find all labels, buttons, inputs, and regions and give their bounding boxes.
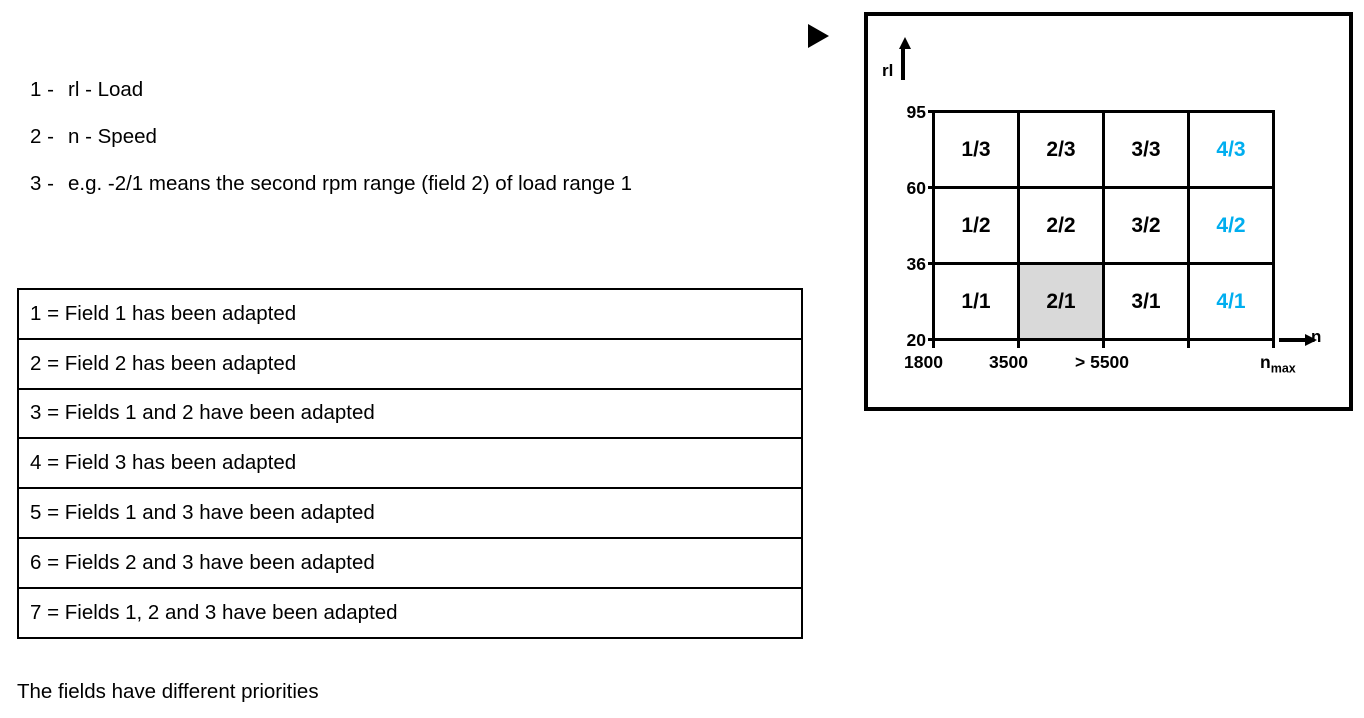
grid-cell-3-2[interactable]: 3/2: [1105, 189, 1190, 265]
x-tick-mark: [932, 338, 935, 348]
nmax-base: n: [1260, 352, 1271, 372]
grid-cell-4-1[interactable]: 4/1: [1190, 265, 1275, 341]
y-axis-label: rl: [882, 61, 894, 80]
x-tick-label: > 5500: [1075, 352, 1130, 372]
nmax-subscript: max: [1270, 361, 1296, 376]
legend-item-text: e.g. -2/1 means the second rpm range (fi…: [68, 172, 633, 195]
legend-item: 3 - e.g. -2/1 means the second rpm range…: [30, 172, 820, 196]
legend-item-text: n - Speed: [68, 125, 157, 148]
grid-cell-4-3[interactable]: 4/3: [1190, 113, 1275, 189]
legend-item: 2 - n - Speed: [30, 125, 820, 149]
x-axis-nmax-label: nmax: [1260, 352, 1296, 376]
caption-text: The fields have different priorities: [17, 680, 319, 703]
grid-cell-1-1[interactable]: 1/1: [935, 265, 1020, 341]
x-tick-mark: [1017, 338, 1020, 348]
play-triangle-icon: [808, 24, 829, 48]
grid-cell-2-2[interactable]: 2/2: [1020, 189, 1105, 265]
arrow-right-icon: [1279, 334, 1317, 346]
legend-item-text: rl - Load: [68, 78, 144, 101]
arrow-up-icon: [899, 37, 911, 80]
grid-cell-4-2[interactable]: 4/2: [1190, 189, 1275, 265]
table-row: 6 = Fields 2 and 3 have been adapted: [19, 539, 801, 589]
table-row: 3 = Fields 1 and 2 have been adapted: [19, 390, 801, 440]
x-axis-label: n: [1311, 327, 1322, 346]
table-row: 4 = Field 3 has been adapted: [19, 439, 801, 490]
adaptation-table: 1 = Field 1 has been adapted 2 = Field 2…: [17, 288, 803, 639]
x-tick-label: 1800: [904, 352, 943, 372]
y-tick-label: 36: [906, 254, 926, 274]
grid-cell-2-3[interactable]: 2/3: [1020, 113, 1105, 189]
grid-cell-3-1[interactable]: 3/1: [1105, 265, 1190, 341]
y-tick-label: 95: [906, 102, 926, 122]
field-map-diagram: rl 95 60 36 20 1/3 2/3 3/3 4/3 1/2 2/2 3…: [864, 12, 1353, 411]
field-grid: 1/3 2/3 3/3 4/3 1/2 2/2 3/2 4/2 1/1 2/1 …: [932, 110, 1275, 341]
x-tick-mark: [1187, 338, 1190, 348]
table-row: 7 = Fields 1, 2 and 3 have been adapted: [19, 589, 801, 639]
x-tick-label: 3500: [989, 352, 1028, 372]
legend-item-marker: 3 -: [30, 172, 54, 195]
y-tick-label: 60: [906, 178, 926, 198]
grid-cell-2-1[interactable]: 2/1: [1020, 265, 1105, 341]
table-row: 5 = Fields 1 and 3 have been adapted: [19, 489, 801, 539]
legend-list: 1 - rl - Load 2 - n - Speed 3 - e.g. -2/…: [30, 78, 820, 219]
legend-item: 1 - rl - Load: [30, 78, 820, 102]
x-tick-mark: [1102, 338, 1105, 348]
x-tick-mark: [1272, 338, 1275, 348]
legend-item-marker: 1 -: [30, 78, 54, 101]
grid-cell-1-2[interactable]: 1/2: [935, 189, 1020, 265]
table-row: 1 = Field 1 has been adapted: [19, 290, 801, 340]
y-axis-ticks: 95 60 36 20: [876, 16, 939, 407]
y-tick-label: 20: [906, 330, 926, 350]
grid-cell-3-3[interactable]: 3/3: [1105, 113, 1190, 189]
grid-cell-1-3[interactable]: 1/3: [935, 113, 1020, 189]
legend-item-marker: 2 -: [30, 125, 54, 148]
table-row: 2 = Field 2 has been adapted: [19, 340, 801, 390]
